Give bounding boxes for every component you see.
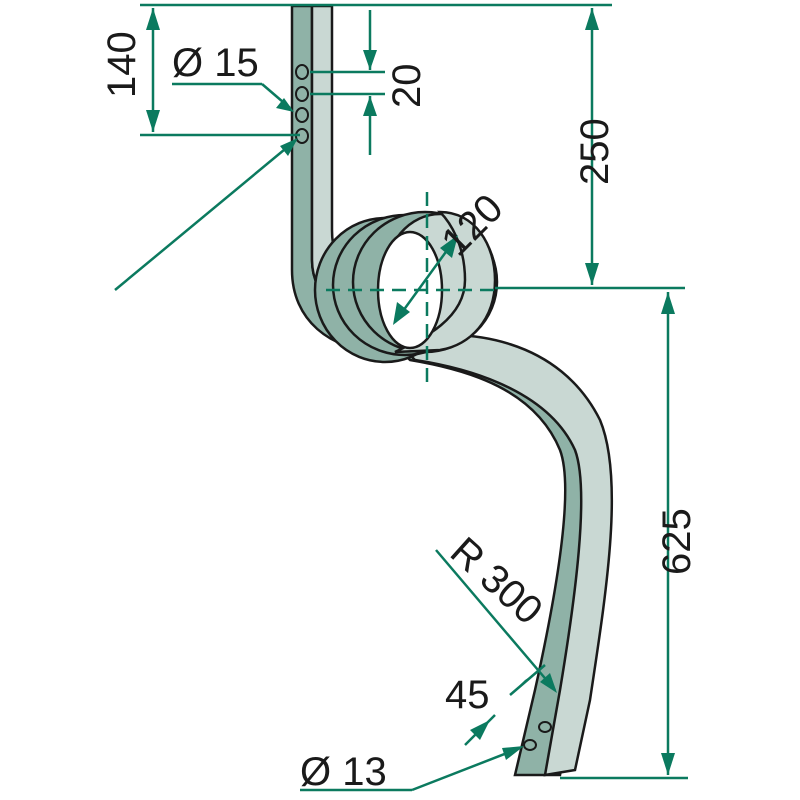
dim-hole-diameter-top: Ø 15	[172, 41, 259, 85]
dim-radius-300: R 300	[442, 529, 551, 633]
dim-140: 140	[100, 31, 144, 98]
dim-20: 20	[385, 64, 429, 109]
tip-holes	[523, 721, 552, 751]
dim-45: 45	[445, 673, 490, 717]
dimension-lines	[114, 3, 688, 792]
dim-250: 250	[573, 118, 617, 185]
dimension-labels: 140 Ø 15 20 250 120 625 R 300 45 Ø 13	[100, 31, 699, 794]
dim-hole-diameter-tip: Ø 13	[300, 750, 387, 794]
spring-tine	[290, 4, 614, 777]
dim-625: 625	[655, 508, 699, 575]
